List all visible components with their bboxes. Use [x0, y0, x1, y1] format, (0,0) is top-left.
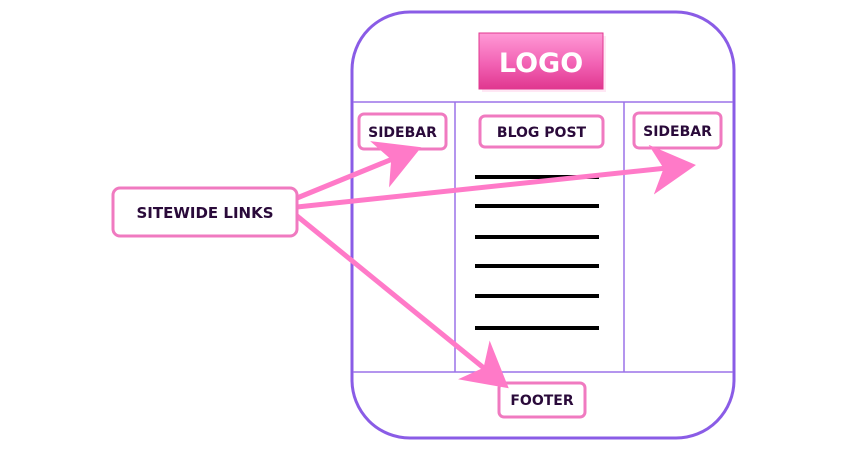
- footer-label: FOOTER: [510, 393, 573, 409]
- sitewide-arrows: [295, 141, 696, 389]
- sitewide-links-box: SITEWIDE LINKS: [111, 186, 299, 238]
- blog-post-label: BLOG POST: [497, 125, 587, 141]
- sidebar-left-label: SIDEBAR: [368, 125, 437, 141]
- arrow-to-footer: [295, 214, 509, 389]
- arrow-to-sidebar-right: [296, 144, 696, 210]
- sidebar-right-box: SIDEBAR: [632, 111, 723, 150]
- blog-post-box: BLOG POST: [478, 114, 605, 149]
- sitewide-links-label: SITEWIDE LINKS: [136, 204, 273, 222]
- logo-label: LOGO: [499, 48, 583, 79]
- sidebar-right-label: SIDEBAR: [643, 124, 712, 140]
- sidebar-left-box: SIDEBAR: [357, 112, 448, 151]
- logo-block: LOGO: [478, 32, 606, 92]
- arrow-to-sidebar-left: [296, 141, 422, 201]
- footer-box: FOOTER: [497, 381, 587, 419]
